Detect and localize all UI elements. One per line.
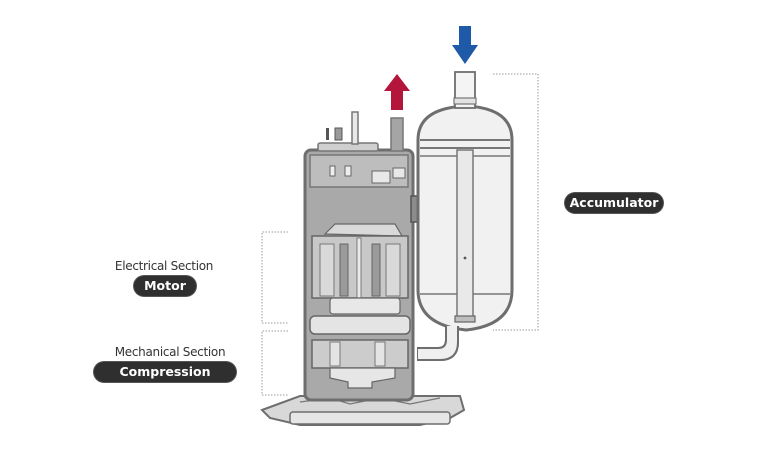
- electrical-section-bracket: [261, 231, 288, 324]
- mechanical-section-bracket: [261, 330, 288, 396]
- suction-arrow-down-icon: [452, 26, 478, 64]
- motor-label: Motor: [134, 276, 196, 296]
- electrical-section-caption: Electrical Section: [114, 259, 214, 273]
- compression-chamber: [309, 315, 411, 389]
- accumulator: [416, 71, 514, 361]
- mechanical-section-caption: Mechanical Section: [114, 345, 226, 359]
- discharge-arrow-up-icon: [384, 74, 410, 110]
- motor: [311, 223, 409, 315]
- accumulator-bracket: [493, 73, 539, 331]
- accumulator-label: Accumulator: [565, 193, 663, 213]
- compression-chamber-label: Compression chamber: [94, 362, 236, 399]
